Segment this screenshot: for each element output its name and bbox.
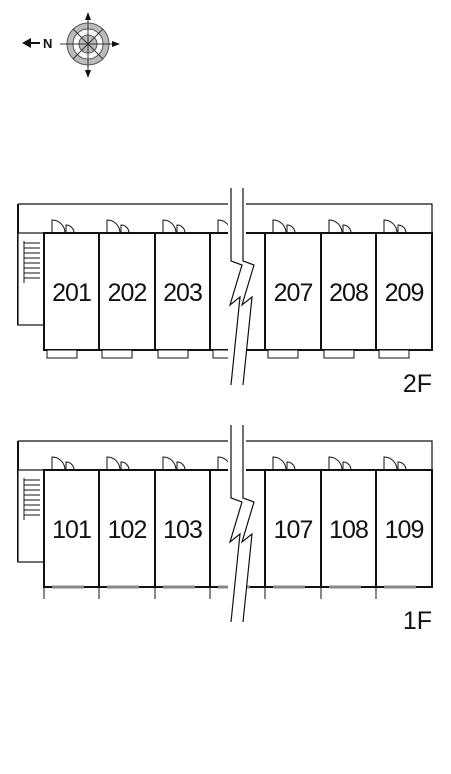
floor-plans: 201 202 203 207 208 209 2F 101 102 103 107 108 109 1F: [17, 188, 433, 635]
room-cell: 201: [43, 219, 100, 359]
door-icon: [106, 456, 130, 471]
door-icon: [51, 219, 75, 234]
room-cell: 202: [98, 219, 156, 359]
plan-break-mark: [228, 188, 255, 386]
room-number: 207: [274, 279, 313, 307]
room-number: 208: [329, 279, 368, 307]
compass-north-label: N: [43, 36, 52, 51]
floor-plan-0: 201 202 203 207 208 209 2F: [17, 188, 433, 398]
room-outline: [264, 232, 322, 351]
compass-icon: [60, 12, 120, 78]
balcony: [157, 349, 189, 359]
room-number: 101: [52, 516, 91, 544]
room-number: 209: [385, 279, 424, 307]
room-outline: [154, 469, 211, 588]
room-cell: 209: [375, 219, 433, 359]
room-outline: [375, 469, 433, 588]
door-icon: [328, 456, 352, 471]
door-icon: [106, 219, 130, 234]
room-outline: [375, 232, 433, 351]
room-number: 201: [52, 279, 91, 307]
balcony: [46, 349, 78, 359]
room-number: 202: [108, 279, 147, 307]
room-outline: [154, 232, 211, 351]
room-outline: [98, 469, 156, 588]
room-cell: 207: [264, 219, 322, 359]
room-outline: [43, 469, 100, 588]
door-icon: [383, 219, 407, 234]
door-icon: [272, 219, 296, 234]
room-cell: 103: [154, 456, 211, 599]
room-number: 103: [163, 516, 202, 544]
room-cell: 108: [320, 456, 377, 599]
plan-break-mark: [228, 425, 255, 623]
staircase: [17, 469, 45, 563]
door-icon: [162, 456, 186, 471]
balcony: [101, 349, 133, 359]
door-icon: [383, 456, 407, 471]
room-cell: 208: [320, 219, 377, 359]
balcony: [378, 349, 410, 359]
room-number: 107: [274, 516, 313, 544]
room-cell: 109: [375, 456, 433, 599]
door-icon: [51, 456, 75, 471]
balcony: [323, 349, 355, 359]
stair-outline: [17, 232, 45, 326]
floor-label: 1F: [403, 607, 432, 635]
room-cell: 203: [154, 219, 211, 359]
balcony: [267, 349, 299, 359]
floor-plan-1: 101 102 103 107 108 109 1F: [17, 425, 433, 635]
compass-arrow: [22, 38, 40, 48]
room-cell: 101: [43, 456, 100, 599]
compass: N: [22, 12, 120, 78]
room-number: 108: [329, 516, 368, 544]
room-number: 109: [385, 516, 424, 544]
room-outline: [98, 232, 156, 351]
door-icon: [162, 219, 186, 234]
stair-outline: [17, 469, 45, 563]
corridor-outline: [18, 440, 433, 470]
door-icon: [328, 219, 352, 234]
room-cell: 102: [98, 456, 156, 599]
room-cell: 107: [264, 456, 322, 599]
staircase: [17, 232, 45, 326]
room-outline: [43, 232, 100, 351]
corridor-outline: [18, 203, 433, 233]
door-icon: [272, 456, 296, 471]
room-number: 203: [163, 279, 202, 307]
room-number: 102: [108, 516, 147, 544]
floor-label: 2F: [403, 370, 432, 398]
